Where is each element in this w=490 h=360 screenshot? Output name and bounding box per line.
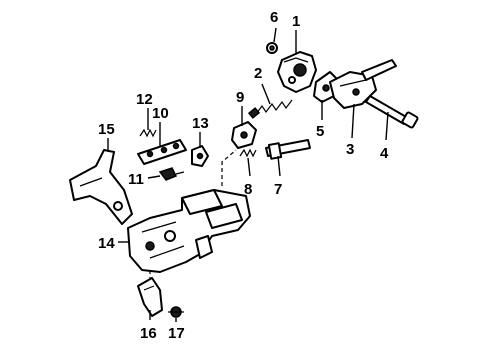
- callout-17: 17: [168, 325, 185, 342]
- part-9-pivot-block: [231, 121, 257, 149]
- callout-11: 11: [128, 171, 144, 188]
- leader-3: [351, 103, 355, 139]
- callout-6: 6: [270, 9, 278, 26]
- part-3-lever-assembly: [329, 59, 397, 109]
- part-13-clip: [191, 145, 209, 167]
- part-17-bolt: [168, 306, 184, 318]
- part-4-lever-arm: [365, 95, 419, 129]
- leader-8: [247, 157, 251, 177]
- part-16-lower-bracket: [137, 277, 163, 317]
- callout-13: 13: [192, 115, 209, 132]
- part-12-spring: [139, 128, 157, 138]
- callout-3: 3: [346, 141, 354, 158]
- part-15-tilt-bracket: [69, 149, 133, 225]
- callout-12: 12: [136, 91, 153, 108]
- part-6-nut: [266, 42, 278, 54]
- callout-10: 10: [152, 105, 169, 122]
- guide-line-upper: [221, 149, 237, 186]
- part-14-column-housing: [127, 189, 251, 273]
- part-10-link-plate: [137, 139, 187, 165]
- callout-2: 2: [254, 65, 262, 82]
- callout-7: 7: [274, 181, 282, 198]
- callout-4: 4: [380, 145, 389, 162]
- leader-lines: [107, 27, 389, 322]
- callout-15: 15: [98, 121, 115, 138]
- callout-14: 14: [98, 235, 115, 252]
- callout-9: 9: [236, 89, 244, 106]
- callout-5: 5: [316, 123, 324, 140]
- leader-4: [385, 111, 389, 141]
- leader-7: [277, 155, 281, 177]
- leader-11: [147, 175, 161, 179]
- callout-16: 16: [140, 325, 157, 342]
- part-1-upper-housing: [277, 51, 317, 93]
- callout-1: 1: [292, 13, 300, 30]
- leader-2: [261, 83, 271, 105]
- callout-8: 8: [244, 181, 252, 198]
- part-2-spring: [247, 99, 293, 119]
- part-7-shaft: [265, 139, 311, 160]
- callout-labels: 1 6 2 9 5 3 4 8 7 12 10 13 15 11 14 16 1…: [98, 9, 389, 342]
- part-11-bolt: [158, 167, 185, 181]
- part-8-small-spring: [239, 148, 257, 158]
- leader-6: [273, 27, 277, 43]
